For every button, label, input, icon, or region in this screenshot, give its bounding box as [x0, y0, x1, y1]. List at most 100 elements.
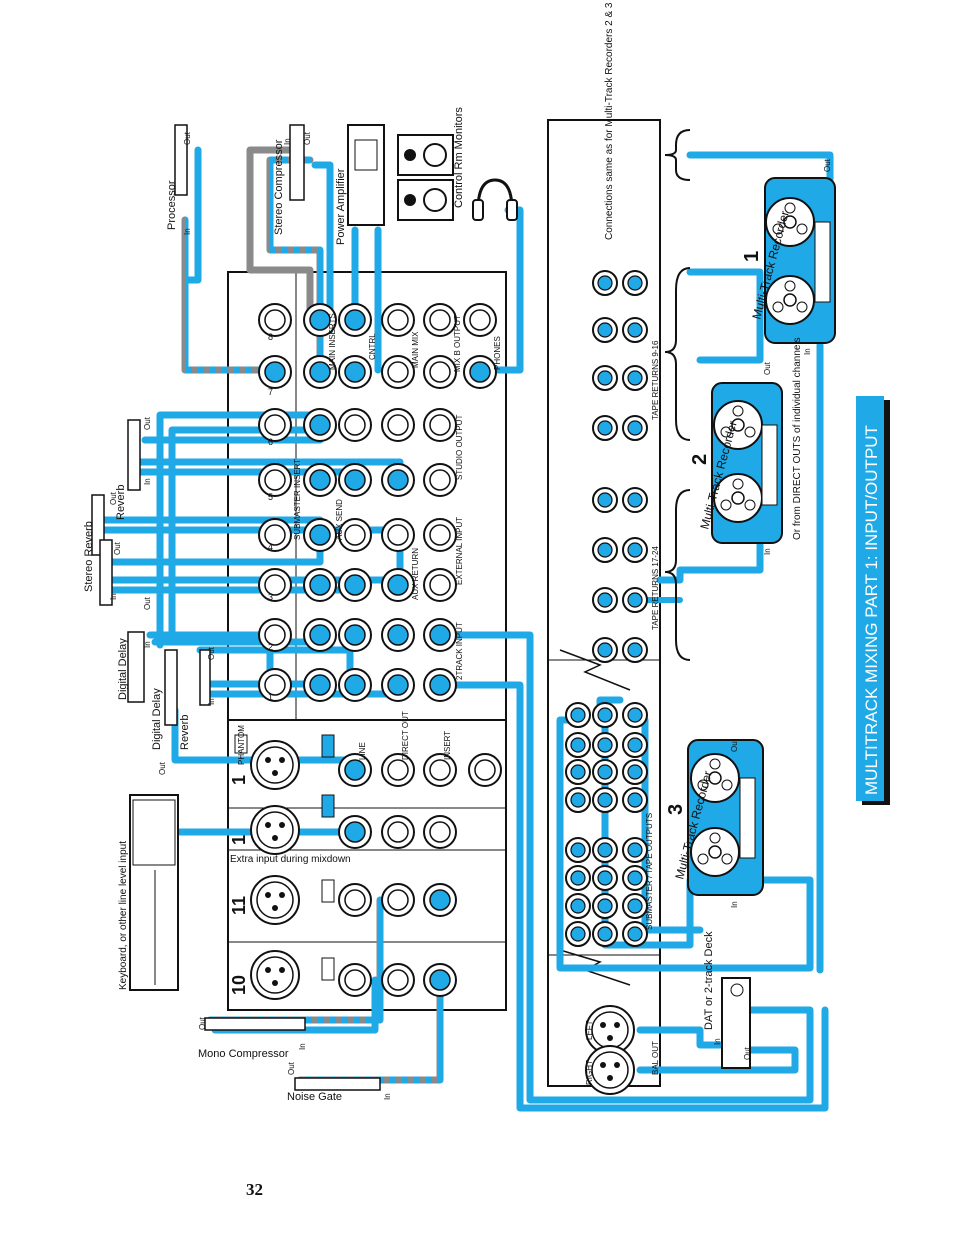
svg-text:In: In: [183, 228, 192, 235]
digital-delay-device: [164, 649, 178, 726]
svg-text:Out: Out: [207, 646, 216, 660]
svg-text:10: 10: [229, 975, 249, 995]
mono-compressor-label: Mono Compressor: [198, 1048, 289, 1060]
submaster-aux-jacks: [258, 408, 457, 702]
svg-text:1: 1: [268, 692, 273, 702]
svg-text:11: 11: [229, 896, 249, 915]
power-amplifier-label: Power Amplifier: [335, 168, 347, 245]
svg-text:8: 8: [268, 332, 273, 342]
direct-outs-label: Or from DIRECT OUTS of individual channe…: [792, 337, 803, 540]
svg-text:In: In: [298, 1043, 307, 1050]
port-labels: Out In In Out Out In Out Out In Out In O…: [109, 131, 832, 1100]
svg-text:Out: Out: [158, 761, 167, 775]
recorder-1-number: 1: [741, 251, 763, 262]
svg-text:In: In: [283, 138, 292, 145]
svg-text:PHANTOM: PHANTOM: [237, 725, 246, 765]
svg-text:Out: Out: [303, 131, 312, 145]
title-banner: MULTITRACK MIXING PART 1: INPUT/OUTPUT: [856, 396, 890, 805]
svg-text:6: 6: [268, 437, 273, 447]
svg-text:In: In: [143, 641, 152, 648]
stereo-reverb-device: [99, 539, 113, 606]
svg-text:5: 5: [268, 492, 273, 502]
page-number: 32: [246, 1180, 263, 1199]
stereo-reverb-label: Stereo Reverb: [83, 521, 95, 592]
keyboard-device: [129, 794, 179, 991]
headphones-icon: [472, 178, 518, 221]
reverb-bottom-label: Reverb: [179, 715, 191, 750]
svg-text:In: In: [713, 1038, 722, 1045]
svg-text:LEFT: LEFT: [585, 1020, 594, 1040]
processor-label: Processor: [166, 180, 178, 230]
svg-text:Out: Out: [823, 158, 832, 172]
svg-text:STUDIO OUTPUT: STUDIO OUTPUT: [455, 415, 464, 480]
power-amplifier-device: [347, 124, 385, 226]
svg-text:AUX SEND: AUX SEND: [335, 499, 344, 540]
svg-text:In: In: [143, 478, 152, 485]
svg-text:Out: Out: [730, 738, 739, 752]
svg-text:EXTERNAL INPUT: EXTERNAL INPUT: [455, 517, 464, 585]
noise-gate-device: [294, 1077, 381, 1091]
digital-delay-top-device: [127, 631, 145, 703]
braces: [664, 129, 691, 661]
svg-text:MAIN MIX: MAIN MIX: [411, 331, 420, 368]
keyboard-label: Keyboard, or other line level input: [118, 841, 129, 990]
svg-text:Out: Out: [287, 1061, 296, 1075]
control-room-monitors: [397, 134, 454, 221]
tape-return-jacks: [592, 270, 648, 663]
channel-numbers: 10 11 1 1: [229, 775, 249, 995]
mono-compressor-device: [204, 1017, 306, 1031]
svg-text:Out: Out: [143, 596, 152, 610]
svg-text:TAPE RETURNS 17-24: TAPE RETURNS 17-24: [651, 546, 660, 630]
control-room-monitors-label: Control Rm Monitors: [453, 107, 465, 208]
digital-delay-top-label: Digital Delay: [117, 638, 129, 700]
svg-text:TAPE RETURNS 9-16: TAPE RETURNS 9-16: [651, 340, 660, 420]
svg-text:Out: Out: [109, 491, 118, 505]
processor-device: [174, 124, 188, 196]
stereo-compressor-label: Stereo Compressor: [273, 139, 285, 235]
svg-text:CNTRL: CNTRL: [368, 333, 377, 360]
svg-text:1: 1: [229, 835, 249, 845]
stereo-compressor-device: [289, 124, 305, 201]
svg-text:2TRACK INPUT: 2TRACK INPUT: [455, 622, 464, 680]
svg-text:1: 1: [229, 775, 249, 785]
connections-same-label: Connections same as for Multi-Track Reco…: [604, 2, 615, 240]
recorder-3: [687, 739, 764, 896]
svg-text:Out: Out: [113, 541, 122, 555]
digital-delay-label: Digital Delay: [151, 688, 163, 750]
reverb-top-device: [127, 419, 141, 491]
reverb-top-label: Reverb: [115, 485, 127, 520]
svg-text:4: 4: [268, 542, 273, 552]
recorder-2-number: 2: [689, 454, 711, 465]
svg-text:RIGHT: RIGHT: [585, 1060, 594, 1085]
dat-deck-label: DAT or 2-track Deck: [703, 931, 715, 1030]
svg-text:Out: Out: [143, 416, 152, 430]
svg-text:AUX RETURN: AUX RETURN: [411, 548, 420, 600]
channel-strips: [234, 734, 502, 1000]
svg-text:3: 3: [268, 592, 273, 602]
svg-text:Out: Out: [743, 1046, 752, 1060]
svg-text:SUBMASTER INSERT: SUBMASTER INSERT: [293, 459, 302, 540]
svg-text:LINE: LINE: [358, 742, 367, 760]
svg-text:Out: Out: [183, 131, 192, 145]
svg-text:PHONES: PHONES: [493, 336, 502, 370]
title-banner-text: MULTITRACK MIXING PART 1: INPUT/OUTPUT: [862, 425, 881, 795]
svg-text:In: In: [803, 348, 812, 355]
svg-text:Out: Out: [763, 361, 772, 375]
svg-text:7: 7: [268, 387, 273, 397]
recorder-1: [764, 177, 836, 344]
extra-input-label: Extra input during mixdown: [230, 854, 351, 865]
svg-text:2: 2: [268, 642, 273, 652]
svg-text:MIX B OUTPUT: MIX B OUTPUT: [453, 315, 462, 372]
dat-deck-device: [721, 977, 751, 1069]
svg-text:In: In: [763, 548, 772, 555]
svg-text:MAIN INSERTS: MAIN INSERTS: [328, 313, 337, 370]
svg-text:In: In: [383, 1093, 392, 1100]
svg-text:In: In: [109, 593, 118, 600]
svg-text:SUBMASTER / TAPE OUTPUTS: SUBMASTER / TAPE OUTPUTS: [645, 813, 654, 930]
cables: [96, 146, 834, 1112]
recorder-2: [711, 382, 783, 544]
svg-text:BAL OUT: BAL OUT: [651, 1041, 660, 1075]
mixer-section-labels: MAIN INSERTS CNTRL MAIN MIX MIX B OUTPUT…: [237, 313, 660, 1085]
svg-text:In: In: [207, 698, 216, 705]
noise-gate-label: Noise Gate: [287, 1091, 342, 1103]
